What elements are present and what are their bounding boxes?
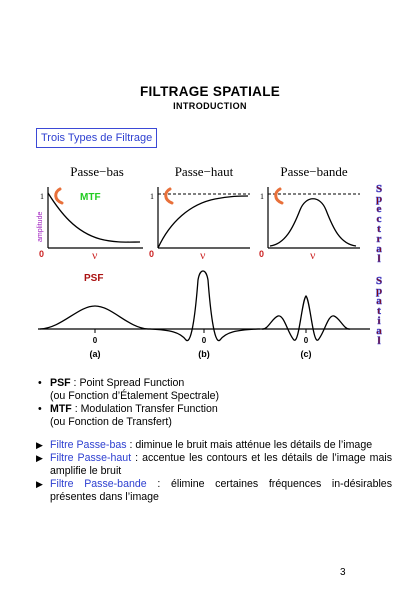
- side-letter: t: [377, 305, 381, 317]
- caption-b: (b): [198, 349, 210, 359]
- mtf-curve-c: [269, 198, 357, 247]
- psf-zero-c: 0: [304, 336, 309, 345]
- zero-tick-a: 0: [39, 249, 44, 259]
- one-tick-b: 1: [150, 192, 154, 201]
- triangle-bullet-icon: ▶: [36, 440, 43, 450]
- side-letter: S: [376, 275, 382, 287]
- psf-curve-b: [149, 270, 259, 342]
- psf-label: PSF: [84, 273, 103, 284]
- zero-tick-c: 0: [259, 249, 264, 259]
- def-line2: (ou Fonction de Transfert): [50, 416, 172, 428]
- section-label-box: Trois Types de Filtrage: [36, 128, 158, 148]
- filter-name: Filtre Passe-bande: [50, 478, 147, 490]
- triangle-bullet-icon: ▶: [36, 479, 43, 489]
- nu-label-a: ν: [92, 248, 98, 262]
- side-letter: t: [377, 223, 381, 235]
- side-letter: l: [377, 253, 380, 265]
- one-tick-c: 1: [260, 192, 264, 201]
- side-letter: e: [377, 203, 382, 215]
- arrow-icon-c: [274, 187, 284, 205]
- psf-panel-a: 0 (a): [38, 305, 150, 359]
- mtf-panel-c: 1 0 ν: [259, 187, 360, 262]
- def-text: : Modulation Transfer Function: [71, 403, 218, 415]
- mtf-panel-b: 1 0 ν: [149, 187, 250, 262]
- side-letter: r: [377, 233, 382, 245]
- psf-panel-c: 0 (c): [258, 295, 370, 359]
- mtf-curve-b: [157, 195, 249, 249]
- nu-label-c: ν: [310, 248, 316, 262]
- side-letter: a: [376, 325, 382, 337]
- side-letter: l: [377, 335, 380, 347]
- filter-desc: : diminue le bruit mais atténue les déta…: [126, 439, 373, 451]
- triangle-bullet-icon: ▶: [36, 453, 43, 463]
- side-letter: a: [376, 243, 382, 255]
- filter-desc: : accentue les contours et les détails d…: [50, 452, 392, 477]
- psf-zero-b: 0: [202, 336, 207, 345]
- mtf-label: MTF: [80, 192, 101, 203]
- arrow-icon-b: [164, 187, 174, 205]
- filter-desc: : élimine certaines fréquences in-désira…: [50, 478, 392, 503]
- page-number: 3: [340, 567, 346, 578]
- side-letter: p: [376, 193, 382, 205]
- filter-passe-bande: ▶ Filtre Passe-bande : élimine certaines…: [36, 478, 392, 504]
- page-title: FILTRAGE SPATIALE: [139, 84, 281, 99]
- side-letter: p: [376, 285, 382, 297]
- nu-label-b: ν: [200, 248, 206, 262]
- zero-tick-b: 0: [149, 249, 154, 259]
- caption-c: (c): [301, 349, 312, 359]
- def-mtf: • MTF : Modulation Transfer Function (ou…: [36, 403, 392, 429]
- filter-name: Filtre Passe-bas: [50, 439, 127, 451]
- side-letter: i: [377, 315, 380, 327]
- amplitude-label: amplitude: [37, 212, 44, 242]
- side-word-spectral: S p e c t r a l: [376, 183, 383, 266]
- side-letter: c: [377, 213, 382, 225]
- caption-a: (a): [90, 349, 101, 359]
- side-word-spatial: S p a t i a l: [376, 275, 383, 348]
- page-subtitle: INTRODUCTION: [173, 101, 247, 111]
- body-text: • PSF : Point Spread Function (ou Foncti…: [36, 377, 392, 504]
- arrow-icon-a: [54, 187, 64, 205]
- one-tick-a: 1: [40, 192, 44, 201]
- heading-passe-haut: Passe−haut: [175, 164, 234, 179]
- def-text: : Point Spread Function: [70, 377, 185, 389]
- side-letter: a: [376, 295, 382, 307]
- bullet-icon: •: [38, 377, 42, 389]
- def-line2: (ou Fonction d’Étalement Spectrale): [50, 390, 219, 402]
- def-term: PSF: [50, 377, 71, 389]
- side-letter: S: [376, 183, 382, 195]
- psf-zero-a: 0: [93, 336, 98, 345]
- mtf-panel-a: 1 0 ν MTF amplitude: [37, 187, 143, 262]
- heading-passe-bas: Passe−bas: [70, 164, 124, 179]
- psf-curve-c: [261, 295, 351, 341]
- filter-name: Filtre Passe-haut: [50, 452, 132, 464]
- def-psf: • PSF : Point Spread Function (ou Foncti…: [36, 377, 392, 403]
- mtf-curve-a: [47, 192, 141, 243]
- filter-passe-bas: ▶ Filtre Passe-bas : diminue le bruit ma…: [36, 439, 392, 452]
- filter-passe-haut: ▶ Filtre Passe-haut : accentue les conto…: [36, 452, 392, 478]
- psf-panel-b: 0 (b): [148, 270, 260, 359]
- def-term: MTF: [50, 403, 72, 415]
- psf-curve-a: [39, 305, 149, 330]
- heading-passe-bande: Passe−bande: [280, 164, 347, 179]
- bullet-icon: •: [38, 403, 42, 415]
